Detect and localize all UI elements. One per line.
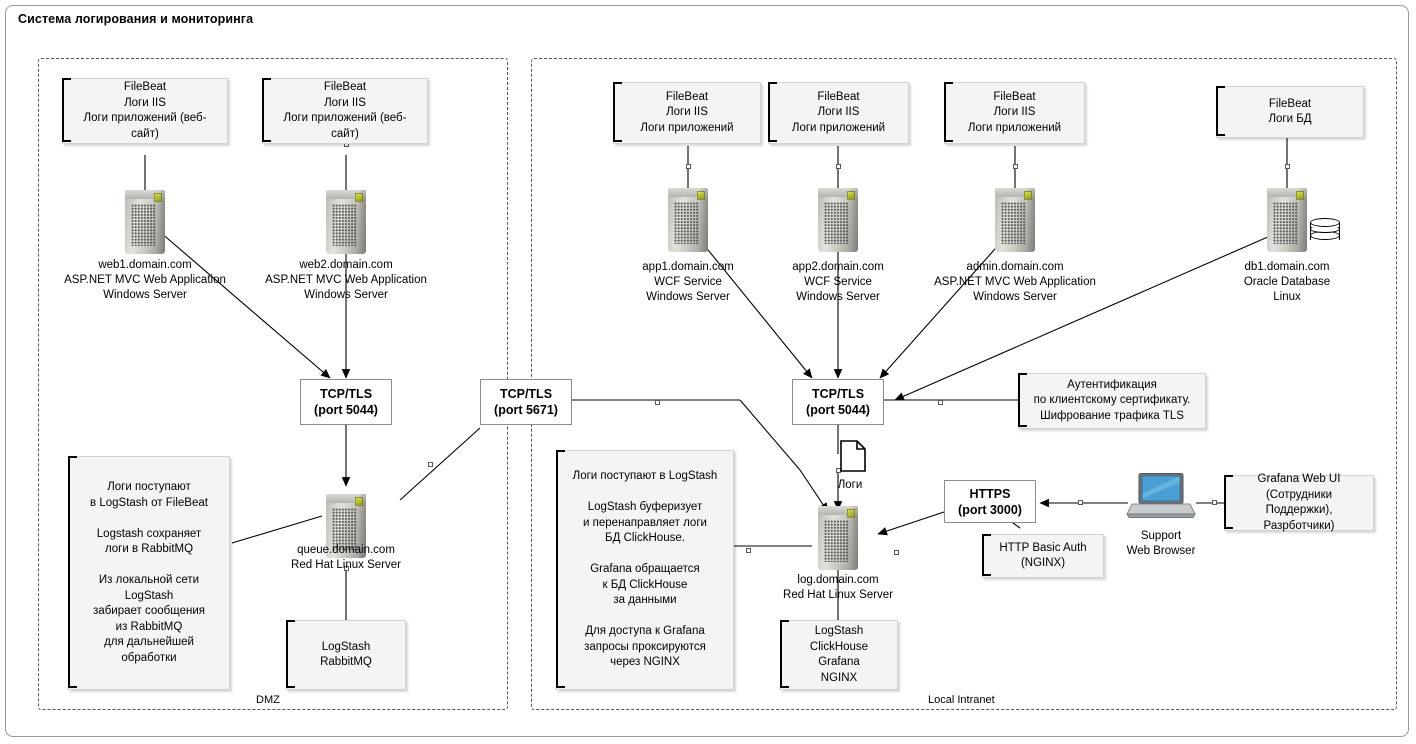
protocol-label: HTTPS: [969, 486, 1011, 501]
edge-endpoint: [686, 164, 691, 169]
edge-endpoint: [938, 400, 943, 405]
note-text: FileBeat Логи IIS Логи приложений: [967, 90, 1062, 134]
server-caption-web1: web1.domain.com ASP.NET MVC Web Applicat…: [64, 259, 226, 301]
port-box-https-3000[interactable]: HTTPS (port 3000): [944, 480, 1036, 523]
note-filebeat-db1: FileBeat Логи БД: [1216, 86, 1364, 138]
port-label: (port 3000): [958, 502, 1022, 517]
note-bracket: [556, 450, 565, 688]
note-bracket: [982, 534, 991, 576]
note-bracket: [286, 620, 295, 688]
edge-endpoint: [1078, 500, 1083, 505]
server-icon-web1: [125, 190, 165, 254]
note-text: Логи поступают в LogStash от FileBeat Lo…: [90, 481, 208, 664]
server-led-icon: [847, 191, 855, 200]
server-led-icon: [697, 191, 705, 200]
edge-endpoint: [1212, 500, 1217, 505]
edge-endpoint: [894, 550, 899, 555]
note-filebeat-admin: FileBeat Логи IIS Логи приложений: [944, 82, 1085, 144]
note-bracket: [1216, 86, 1225, 136]
note-text: Grafana Web UI (Сотрудники Поддержки), Р…: [1257, 473, 1341, 532]
note-bracket: [1018, 373, 1027, 427]
note-text: FileBeat Логи IIS Логи приложений: [791, 90, 886, 134]
server-caption-app2: app2.domain.com WCF Service Windows Serv…: [792, 261, 884, 303]
note-http-basic-auth: HTTP Basic Auth (NGINX): [982, 534, 1104, 578]
port-box-tcp-5671[interactable]: TCP/TLS (port 5671): [480, 379, 572, 425]
laptop-icon: [1126, 472, 1196, 520]
protocol-label: TCP/TLS: [319, 387, 373, 401]
edge-endpoint: [836, 164, 841, 169]
note-software-log: LogStash ClickHouse Grafana NGINX: [780, 620, 898, 690]
server-led-icon: [847, 509, 855, 518]
server-caption-app1: app1.domain.com WCF Service Windows Serv…: [642, 261, 734, 303]
note-filebeat-web1: FileBeat Логи IIS Логи приложений (веб-с…: [62, 78, 228, 144]
note-bracket: [780, 620, 789, 688]
edge-endpoint: [1013, 164, 1018, 169]
note-dmz-log-flow: Логи поступают в LogStash от FileBeat Lo…: [68, 456, 230, 690]
note-text: FileBeat Логи IIS Логи приложений (веб-с…: [83, 81, 207, 140]
note-text: FileBeat Логи IIS Логи приложений: [640, 90, 734, 134]
note-authentication: Аутентификация по клиентскому сертификат…: [1018, 373, 1206, 429]
diagram-title: Система логирования и мониторинга: [18, 12, 254, 26]
server-led-icon: [154, 193, 162, 202]
server-icon-web2: [326, 190, 366, 254]
edge-endpoint: [1285, 164, 1290, 169]
logs-document-icon: [840, 440, 866, 472]
note-bracket: [68, 456, 77, 688]
server-caption-db1: db1.domain.com Oracle Database Linux: [1243, 261, 1331, 303]
server-led-icon: [355, 497, 363, 506]
note-text: Аутентификация по клиентскому сертификат…: [1033, 378, 1191, 422]
note-bracket: [944, 82, 953, 142]
server-caption-queue: queue.domain.com Red Hat Linux Server: [291, 544, 401, 571]
server-caption-log: log.domain.com Red Hat Linux Server: [783, 574, 893, 601]
server-icon-app1: [668, 188, 708, 252]
server-icon-log: [818, 506, 858, 570]
note-text: LogStash ClickHouse Grafana NGINX: [809, 625, 869, 684]
note-filebeat-app2: FileBeat Логи IIS Логи приложений: [768, 82, 909, 144]
server-caption-admin: admin.domain.com ASP.NET MVC Web Applica…: [934, 261, 1096, 303]
note-bracket: [1224, 475, 1233, 529]
edge-endpoint: [655, 400, 660, 405]
note-software-queue: LogStash RabbitMQ: [286, 620, 406, 690]
browser-caption: Support Web Browser: [1126, 530, 1196, 557]
server-caption-web2: web2.domain.com ASP.NET MVC Web Applicat…: [265, 259, 427, 301]
server-icon-admin: [995, 188, 1035, 252]
server-led-icon: [1024, 191, 1032, 200]
zone-dmz-label: DMZ: [256, 694, 280, 706]
protocol-label: TCP/TLS: [499, 387, 553, 401]
note-grafana-web-ui: Grafana Web UI (Сотрудники Поддержки), Р…: [1224, 473, 1374, 532]
note-text: FileBeat Логи БД: [1268, 97, 1312, 126]
note-bracket: [62, 78, 71, 142]
server-led-icon: [1296, 191, 1304, 200]
server-led-icon: [355, 193, 363, 202]
database-cylinder-icon: [1310, 218, 1340, 244]
port-label: (port 5044): [806, 403, 870, 417]
port-box-tcp-5044-dmz[interactable]: TCP/TLS (port 5044): [300, 379, 392, 425]
port-box-tcp-5044-intranet[interactable]: TCP/TLS (port 5044): [792, 379, 884, 425]
edge-endpoint: [746, 548, 751, 553]
note-bracket: [613, 82, 622, 142]
logs-document-label: Логи: [837, 479, 863, 491]
note-text: FileBeat Логи IIS Логи приложений (веб-с…: [283, 81, 407, 140]
server-icon-db1: [1267, 188, 1307, 252]
port-label: (port 5044): [314, 403, 378, 417]
note-filebeat-app1: FileBeat Логи IIS Логи приложений: [613, 82, 761, 144]
note-filebeat-web2: FileBeat Логи IIS Логи приложений (веб-с…: [262, 78, 428, 144]
note-log-processing-flow: Логи поступают в LogStash LogStash буфер…: [556, 450, 734, 690]
note-text: LogStash RabbitMQ: [320, 640, 372, 669]
port-label: (port 5671): [494, 403, 558, 417]
note-bracket: [262, 78, 271, 142]
note-text: Логи поступают в LogStash LogStash буфер…: [572, 470, 718, 669]
note-bracket: [768, 82, 777, 142]
zone-local-intranet-label: Local Intranet: [928, 694, 995, 706]
protocol-label: TCP/TLS: [811, 387, 865, 401]
note-text: HTTP Basic Auth (NGINX): [999, 541, 1087, 570]
server-icon-app2: [818, 188, 858, 252]
edge-endpoint: [344, 566, 349, 571]
server-icon-queue: [326, 494, 366, 558]
edge-endpoint: [428, 462, 433, 467]
